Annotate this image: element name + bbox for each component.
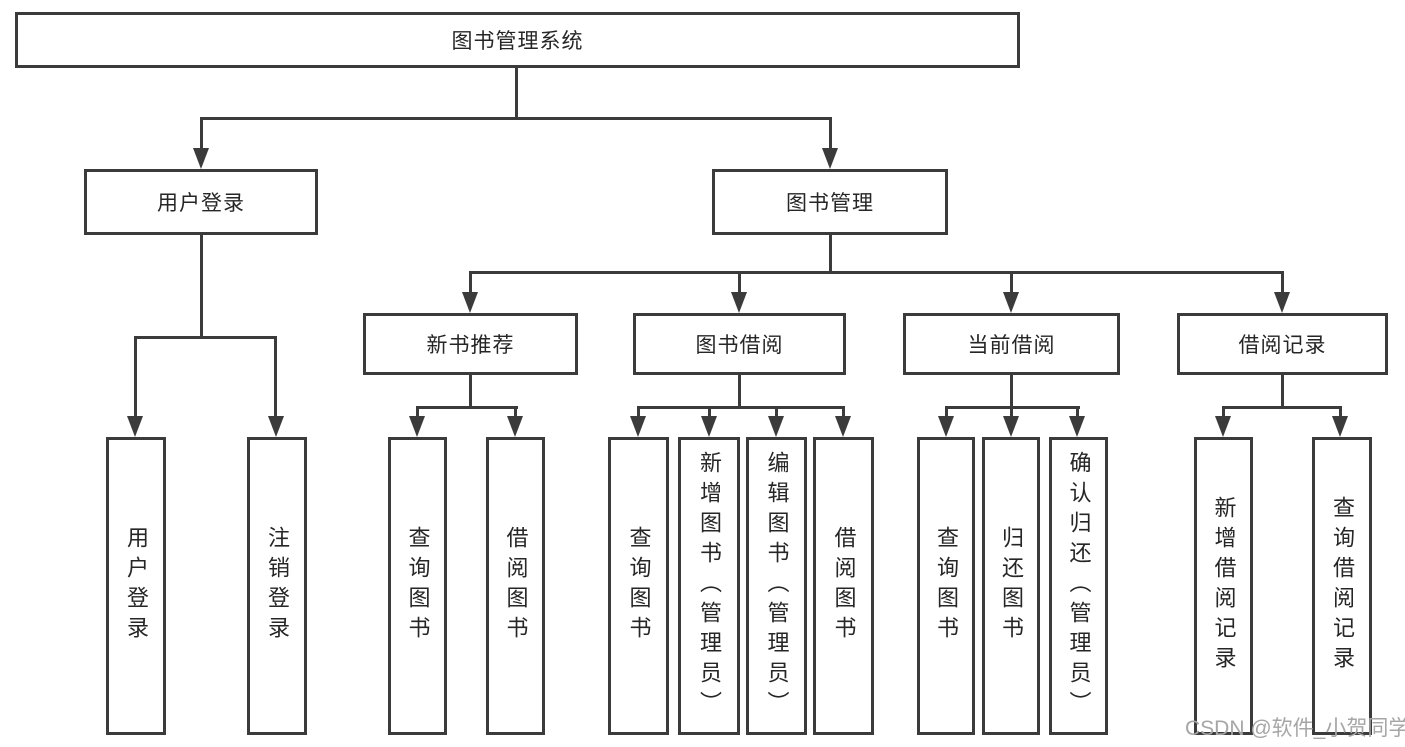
connector [842, 406, 845, 419]
connector [1076, 406, 1079, 419]
connector [134, 336, 137, 419]
arrowhead-down-icon [835, 416, 851, 437]
connector [637, 406, 640, 419]
connector [775, 406, 778, 419]
arrowhead-down-icon [507, 416, 523, 437]
connector [1222, 406, 1342, 409]
leaf-label: 注销登录 [265, 526, 290, 646]
connector [1281, 271, 1284, 295]
leaf-label: 新增借阅记录 [1211, 496, 1237, 676]
leaf-label: 新增图书（管理员） [697, 451, 722, 721]
leaf-label: 借阅图书 [831, 526, 857, 646]
arrowhead-down-icon [462, 292, 478, 313]
node-label: 用户登录 [157, 192, 245, 215]
arrowhead-down-icon [1215, 416, 1231, 437]
connector [1010, 375, 1013, 409]
connector [945, 406, 948, 419]
leaf-logout: 注销登录 [247, 437, 307, 735]
connector [469, 271, 1283, 274]
leaf-label: 查询图书 [934, 526, 959, 646]
leaf-user-login: 用户登录 [106, 437, 166, 735]
leaf-label: 用户登录 [124, 526, 149, 646]
arrowhead-down-icon [701, 416, 717, 437]
node-label: 图书借阅 [695, 334, 784, 357]
leaf-borrow-books-2: 借阅图书 [813, 437, 874, 735]
node-new-book-recommend: 新书推荐 [363, 313, 578, 375]
arrowhead-down-icon [1003, 292, 1019, 313]
connector [637, 406, 844, 409]
arrowhead-down-icon [1274, 292, 1290, 313]
node-book-management: 图书管理 [712, 169, 948, 235]
node-current-borrow: 当前借阅 [903, 313, 1120, 375]
arrowhead-down-icon [1332, 416, 1348, 437]
node-label: 当前借阅 [967, 334, 1056, 357]
node-root-system: 图书管理系统 [15, 12, 1020, 68]
leaf-label: 查询图书 [405, 526, 431, 646]
leaf-return-book: 归还图书 [982, 437, 1040, 735]
connector [738, 271, 741, 295]
node-user-login: 用户登录 [84, 169, 318, 235]
connector [1281, 375, 1284, 409]
connector [469, 375, 472, 409]
leaf-label: 借阅图书 [503, 526, 529, 646]
leaf-confirm-return-admin: 确认归还（管理员） [1049, 437, 1108, 735]
arrowhead-down-icon [409, 416, 425, 437]
connector [1010, 406, 1013, 419]
csdn-watermark: CSDN @软件_小贺同学 [1185, 717, 1405, 740]
leaf-query-books-3: 查询图书 [917, 437, 975, 735]
connector [829, 235, 832, 274]
connector [515, 68, 518, 118]
node-label: 新书推荐 [426, 334, 515, 357]
node-label: 借阅记录 [1238, 334, 1327, 357]
leaf-edit-book-admin: 编辑图书（管理员） [746, 437, 807, 735]
leaf-label: 确认归还（管理员） [1066, 451, 1092, 721]
connector [829, 117, 832, 151]
connector [1222, 406, 1225, 419]
arrowhead-down-icon [193, 148, 209, 169]
node-book-borrow: 图书借阅 [633, 313, 846, 375]
arrowhead-down-icon [1069, 416, 1085, 437]
connector [416, 406, 518, 409]
arrowhead-down-icon [630, 416, 646, 437]
connector [200, 117, 832, 120]
leaf-borrow-books-1: 借阅图书 [486, 437, 545, 735]
leaf-query-books-1: 查询图书 [388, 437, 447, 735]
connector [1339, 406, 1342, 419]
connector [514, 406, 517, 419]
leaf-label: 编辑图书（管理员） [764, 451, 790, 721]
connector [1010, 271, 1013, 295]
leaf-query-books-2: 查询图书 [608, 437, 669, 735]
arrowhead-down-icon [268, 416, 284, 437]
connector [200, 235, 203, 337]
arrowhead-down-icon [938, 416, 954, 437]
node-label: 图书管理 [786, 192, 874, 215]
arrowhead-down-icon [127, 416, 143, 437]
leaf-label: 查询图书 [626, 526, 652, 646]
connector [134, 336, 277, 339]
connector [274, 336, 277, 419]
node-borrow-records: 借阅记录 [1177, 313, 1388, 375]
arrowhead-down-icon [822, 148, 838, 169]
connector [469, 271, 472, 295]
leaf-label: 归还图书 [999, 526, 1024, 646]
leaf-add-borrow-record: 新增借阅记录 [1194, 437, 1253, 735]
leaf-query-borrow-record: 查询借阅记录 [1312, 437, 1372, 735]
connector [200, 117, 203, 151]
arrowhead-down-icon [731, 292, 747, 313]
arrowhead-down-icon [1003, 416, 1019, 437]
leaf-add-book-admin: 新增图书（管理员） [678, 437, 740, 735]
connector [416, 406, 419, 419]
arrowhead-down-icon [768, 416, 784, 437]
connector [738, 375, 741, 409]
leaf-label: 查询借阅记录 [1330, 496, 1355, 676]
node-label: 图书管理系统 [451, 30, 584, 53]
connector [708, 406, 711, 419]
